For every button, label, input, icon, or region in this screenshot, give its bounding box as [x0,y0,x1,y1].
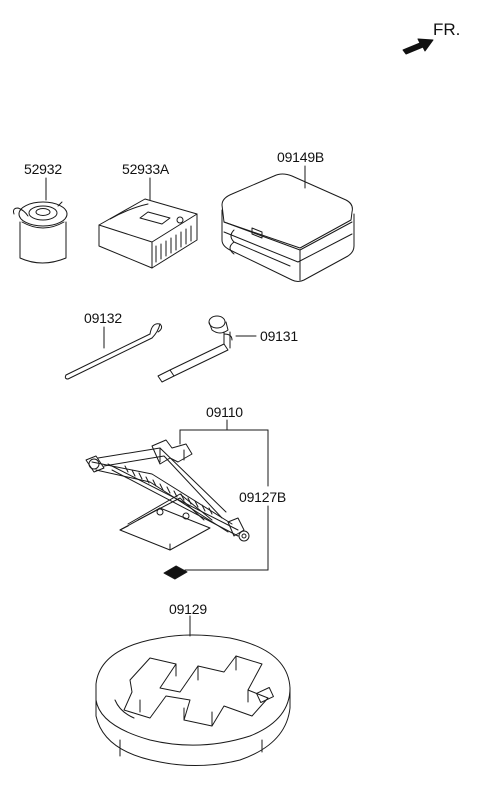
jack-label-part [164,566,187,579]
part-label-52933a: 52933A [122,161,170,177]
part-label-09149b: 09149B [277,149,325,165]
lug-wrench-part [158,316,232,382]
tire-mobility-kit-part [99,199,197,268]
jack-assembly-bracket [180,420,268,570]
tray-part [96,635,290,766]
jack-handle-part [65,324,161,379]
tool-case-part [222,174,354,282]
part-label-09110: 09110 [206,404,243,420]
part-label-52932: 52932 [24,161,62,177]
part-label-09132: 09132 [84,310,122,326]
spare-bolt-part [14,202,68,263]
part-label-09131: 09131 [260,328,298,344]
front-direction-label: FR. [433,20,461,39]
front-direction-arrow-icon [403,39,433,54]
part-label-09127b: 09127B [239,489,287,505]
scissor-jack-part [86,440,249,550]
part-label-09129: 09129 [169,601,207,617]
